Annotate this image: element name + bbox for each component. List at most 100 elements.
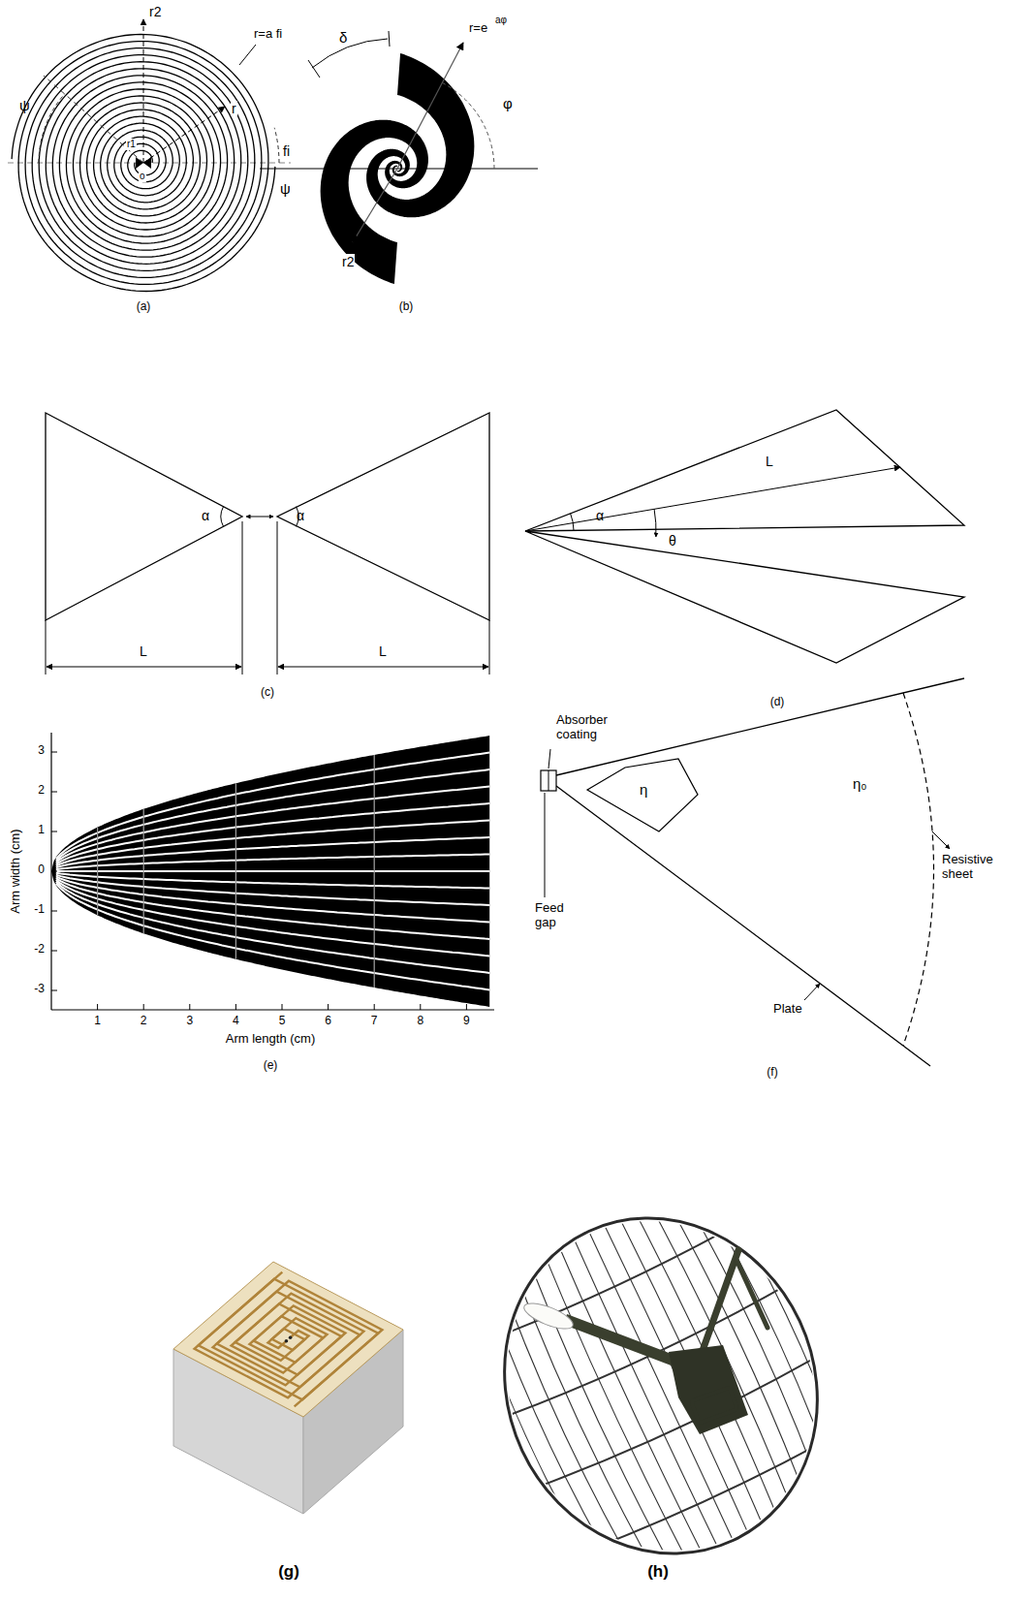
grid-dish-antenna (434, 1149, 889, 1600)
figure-caption: (f) (766, 1065, 778, 1080)
dimension-label: L (378, 643, 387, 659)
callout-label: Absorber coating (556, 713, 628, 743)
spiral-arm (194, 1279, 379, 1408)
figure-caption: (g) (278, 1562, 300, 1582)
angle-label: α (201, 507, 210, 524)
axis-tick-mark (374, 1003, 376, 1010)
bowtie-antenna (45, 412, 490, 675)
grid-rod (672, 1173, 837, 1511)
arm-slot (56, 870, 490, 873)
archimedean-spiral (7, 19, 291, 292)
square-spiral-antenna (173, 1261, 404, 1514)
axis-tick-mark (188, 1003, 190, 1010)
axis-tick-mark (466, 1003, 468, 1010)
grid-rib (495, 1281, 797, 1427)
axis-tick: 1 (94, 1014, 101, 1029)
symbol-label: η₀ (852, 775, 868, 792)
grid-rod (501, 1253, 665, 1592)
fan-antenna (525, 409, 965, 663)
grid-rod (702, 1158, 870, 1498)
arm-slot (56, 803, 490, 865)
section-break (96, 827, 98, 916)
axis-tick-mark (51, 791, 58, 793)
figure-caption: (a) (136, 300, 152, 314)
axis-tick: 0 (37, 863, 45, 878)
axis-tick-mark (51, 990, 58, 992)
arm-slot (56, 752, 490, 860)
axis-tick: 6 (324, 1014, 332, 1029)
axis-tick: -2 (33, 942, 45, 957)
arm-shape (51, 735, 490, 1007)
feed-point (288, 1335, 293, 1340)
log-spiral (259, 31, 538, 284)
callout-label: Feed gap (534, 901, 574, 931)
grid-rod (658, 1181, 821, 1519)
axis-title: Arm width (cm) (8, 828, 24, 913)
arm-slot (56, 873, 490, 889)
axis-tick-mark (51, 831, 58, 833)
section-break (143, 809, 145, 934)
angle-label: fi (282, 143, 290, 159)
axis-tick: 2 (140, 1014, 148, 1029)
grid-rod (717, 1150, 885, 1490)
dimension-label: L (765, 453, 774, 470)
axis-tick: 8 (416, 1014, 424, 1029)
section-break (235, 783, 237, 960)
figure-caption: (e) (263, 1059, 279, 1073)
axis-tick-mark (327, 1003, 329, 1010)
axis-tick-mark (419, 1003, 421, 1010)
axis-tick: 1 (37, 823, 45, 838)
axis-tick: 3 (186, 1014, 193, 1029)
axis-tick: 5 (279, 1014, 286, 1029)
arm-slot (56, 769, 490, 861)
symbol-label: η (639, 781, 648, 798)
axis-tick: 4 (232, 1014, 240, 1029)
arm-plot (51, 732, 495, 1010)
angle-label: φ (501, 94, 514, 112)
dimension-label: L (139, 643, 148, 659)
callout-label: Resistive sheet (941, 852, 1020, 882)
spiral-arm (11, 34, 269, 285)
axis-tick: 3 (37, 744, 45, 758)
angle-label: α (595, 507, 604, 524)
formula-label: r=a fi (253, 27, 282, 42)
angle-label: δ (339, 29, 347, 46)
grid-rib (561, 1421, 863, 1567)
axis-title: Arm length (cm) (225, 1032, 315, 1047)
section-break (374, 754, 376, 988)
spiral-arm (320, 120, 429, 284)
grid-rod (597, 1211, 755, 1546)
grid-rod (533, 1239, 694, 1575)
axis-tick-mark (282, 1003, 283, 1010)
grid-rod (485, 1260, 650, 1598)
axis-tick: 7 (371, 1014, 378, 1029)
feed-point (284, 1339, 289, 1344)
angle-label: θ (668, 532, 677, 549)
arm-slot (56, 837, 490, 868)
arm-slot (56, 883, 490, 991)
symbol-label: r2 (148, 3, 162, 20)
formula-label: aφ (495, 14, 507, 27)
axis-tick-mark (143, 1003, 145, 1010)
symbol-label: o (138, 170, 147, 183)
axis-tick-mark (96, 1003, 98, 1010)
symbol-label: r2 (341, 253, 355, 270)
axis-tick-mark (51, 871, 58, 873)
symbol-label: r1 (125, 138, 137, 151)
axis-tick-mark (51, 950, 58, 952)
figure-caption: (h) (647, 1562, 669, 1582)
arm-slot (56, 854, 490, 871)
callout-label: Plate (773, 1002, 803, 1017)
tem-horn (540, 678, 965, 1066)
grid-rod (627, 1195, 788, 1532)
angle-label: α (296, 507, 305, 524)
figure-caption: (d) (770, 695, 785, 710)
axis-tick-mark (51, 910, 58, 912)
axis-tick-mark (51, 752, 58, 753)
spiral-arm (18, 41, 276, 292)
axis-tick: 2 (37, 783, 45, 798)
axis-tick: 9 (463, 1014, 470, 1029)
